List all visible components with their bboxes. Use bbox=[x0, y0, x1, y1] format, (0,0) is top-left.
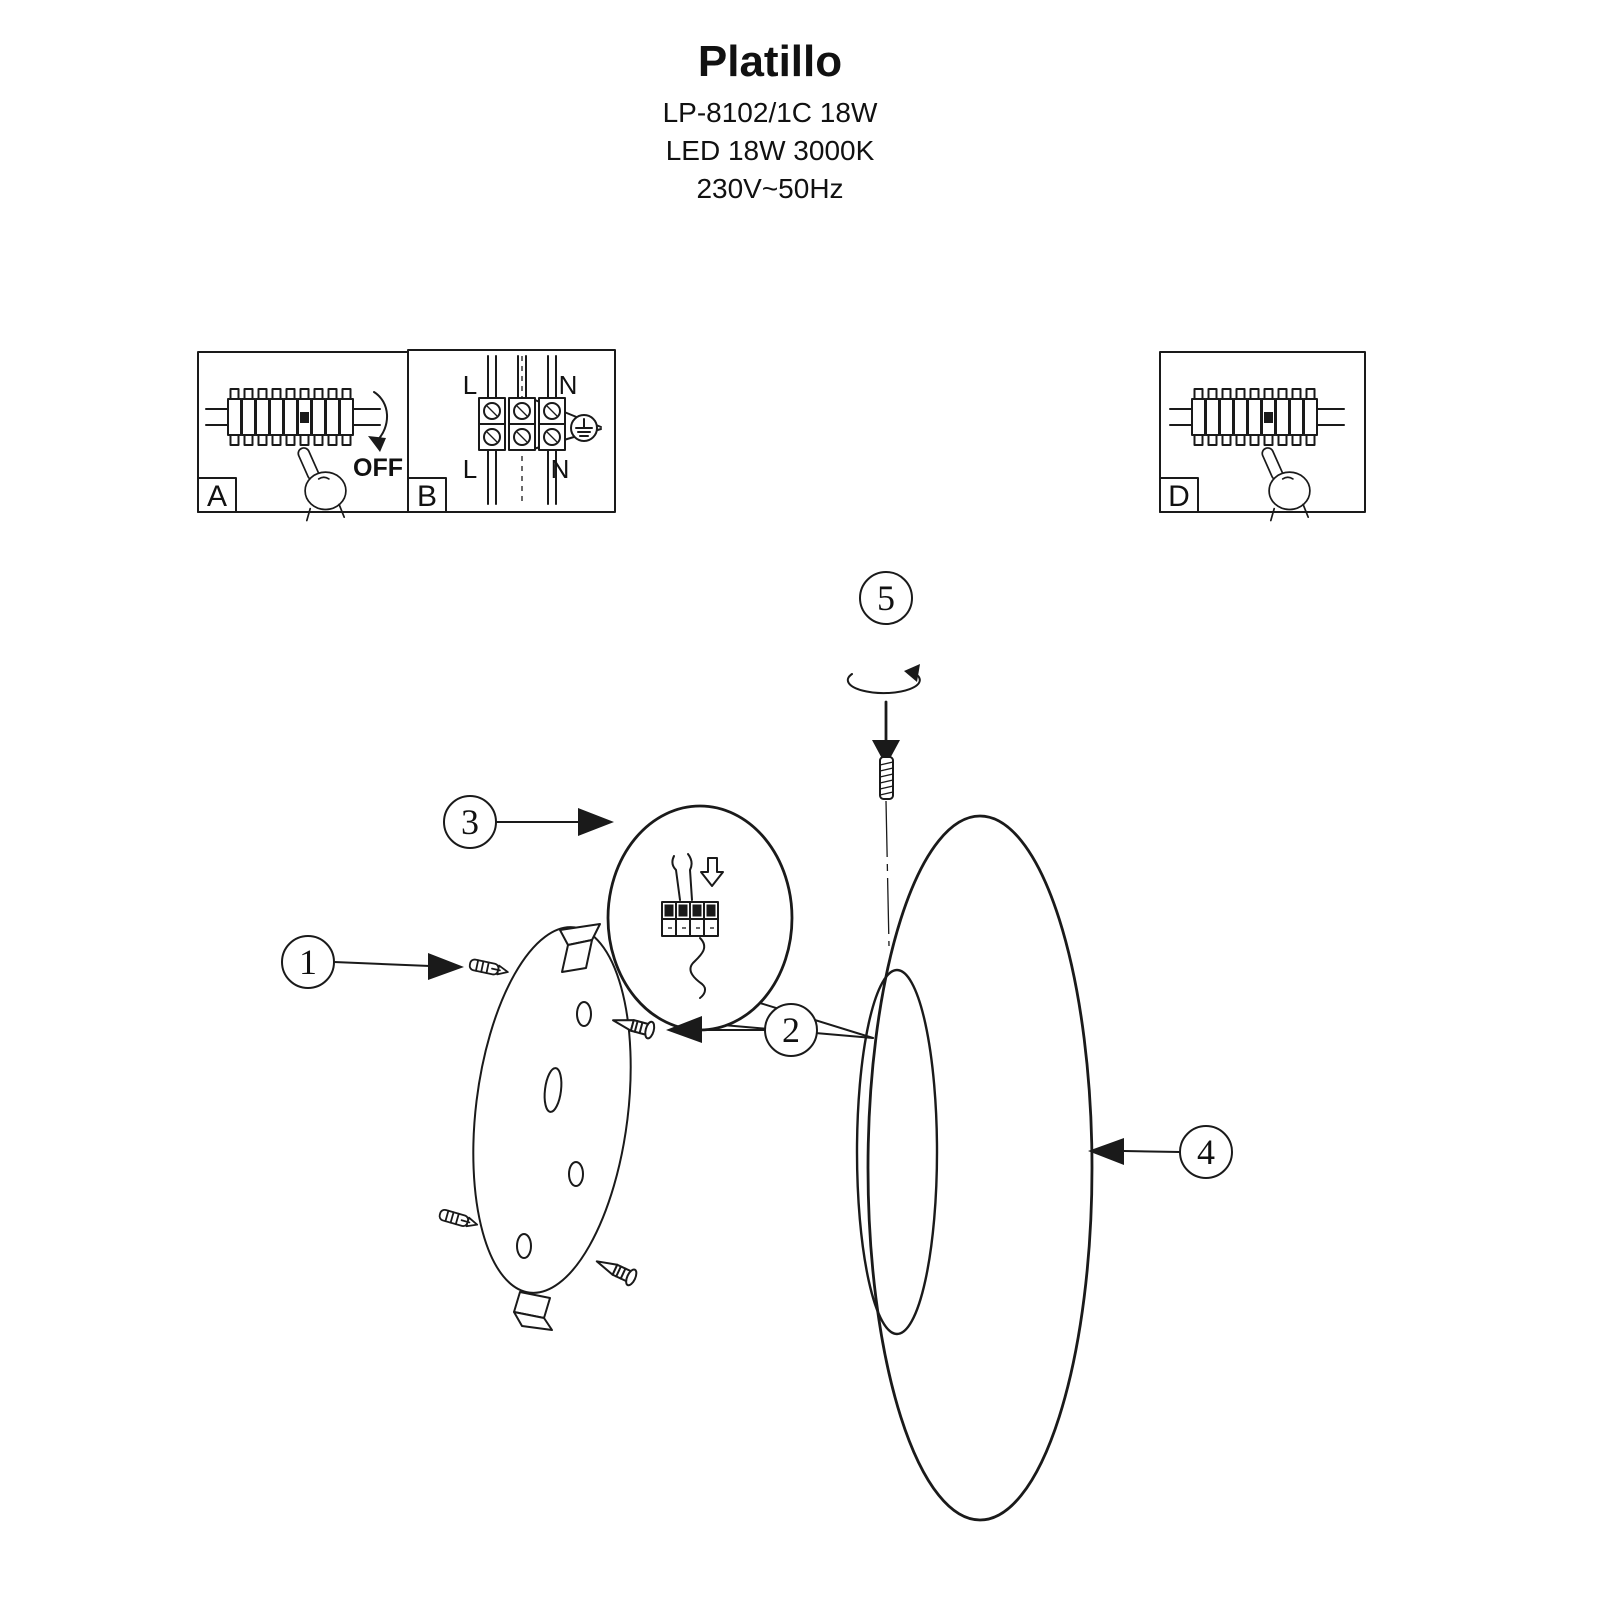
lamp-shade bbox=[866, 814, 1094, 1522]
callout-1-number: 1 bbox=[299, 942, 317, 982]
threaded-stud bbox=[879, 756, 894, 800]
model-number: LP-8102/1C 18W bbox=[663, 97, 878, 128]
label-l-top: L bbox=[463, 370, 477, 400]
step-4-group: 4 bbox=[1088, 1125, 1233, 1179]
wiring-detail-balloon bbox=[606, 804, 794, 1032]
plate-hole-middle bbox=[568, 1161, 584, 1187]
step-1-group: 1 bbox=[281, 935, 510, 989]
panel-a: OFF A bbox=[197, 351, 411, 522]
supply-wires-top bbox=[487, 355, 557, 399]
plate-center-slot bbox=[543, 1067, 563, 1113]
callout-4 bbox=[1179, 1125, 1233, 1179]
panel-a-label: A bbox=[207, 480, 227, 513]
alignment-axis bbox=[885, 800, 890, 947]
panel-b-label-box bbox=[407, 477, 447, 513]
header: Platillo LP-8102/1C 18W LED 18W 3000K 23… bbox=[663, 37, 878, 204]
mounting-screw-bottom bbox=[592, 1252, 640, 1288]
arrowhead-3-icon bbox=[578, 808, 614, 836]
voltage-spec: 230V~50Hz bbox=[696, 173, 843, 204]
ground-icon bbox=[570, 414, 598, 442]
panel-b: L N L N B bbox=[407, 349, 616, 513]
callout-5-number: 5 bbox=[877, 578, 895, 618]
callout-2 bbox=[764, 1003, 818, 1057]
callout-3-number: 3 bbox=[461, 802, 479, 842]
panel-a-label-box bbox=[197, 477, 237, 513]
panel-b-label: B bbox=[417, 480, 437, 513]
detail-wire-right bbox=[687, 853, 693, 901]
label-n-bottom: N bbox=[551, 454, 570, 484]
step-3-group: 3 bbox=[443, 795, 614, 849]
product-title: Platillo bbox=[698, 37, 842, 86]
rotate-arrowhead-icon bbox=[904, 664, 920, 682]
detail-cable bbox=[689, 937, 707, 999]
lamp-group bbox=[855, 814, 1094, 1522]
panel-d-label-box bbox=[1159, 477, 1199, 513]
wall-anchor-bottom bbox=[437, 1207, 480, 1231]
leader-4 bbox=[1123, 1150, 1181, 1153]
leader-1 bbox=[333, 961, 431, 967]
terminal-block bbox=[478, 397, 566, 451]
callout-5 bbox=[859, 571, 913, 625]
callout-4-number: 4 bbox=[1197, 1132, 1215, 1172]
down-arrowhead-icon bbox=[872, 740, 900, 766]
panel-d-label: D bbox=[1168, 480, 1190, 513]
callout-2-number: 2 bbox=[782, 1010, 800, 1050]
arrowhead-1-icon bbox=[428, 953, 464, 980]
plate-hole-top bbox=[576, 1001, 592, 1027]
step-2-group: 2 bbox=[609, 1003, 818, 1057]
rotate-arrow-icon bbox=[846, 671, 921, 695]
plate-hole-bottom bbox=[516, 1233, 532, 1259]
label-l-bottom: L bbox=[463, 454, 477, 484]
panel-d: D bbox=[1159, 351, 1366, 522]
wall-anchor bbox=[467, 957, 510, 979]
plate-bottom-tab-face bbox=[513, 1311, 553, 1331]
plate-top-tab-face bbox=[561, 939, 593, 973]
lamp-base-rim bbox=[855, 968, 939, 1336]
off-label: OFF bbox=[353, 454, 403, 482]
arrowhead-2-icon bbox=[666, 1016, 702, 1043]
supply-wires-bottom bbox=[487, 449, 557, 505]
led-spec: LED 18W 3000K bbox=[666, 135, 875, 166]
step-5-group: 5 bbox=[846, 571, 921, 947]
arrowhead-4-icon bbox=[1088, 1138, 1124, 1165]
off-arrowhead-icon bbox=[368, 436, 386, 452]
label-n-top: N bbox=[559, 370, 578, 400]
detail-terminal-block bbox=[661, 901, 719, 937]
insert-arrow-icon bbox=[700, 857, 724, 887]
detail-wire-left bbox=[671, 855, 681, 901]
mounting-plate-group bbox=[437, 923, 640, 1331]
